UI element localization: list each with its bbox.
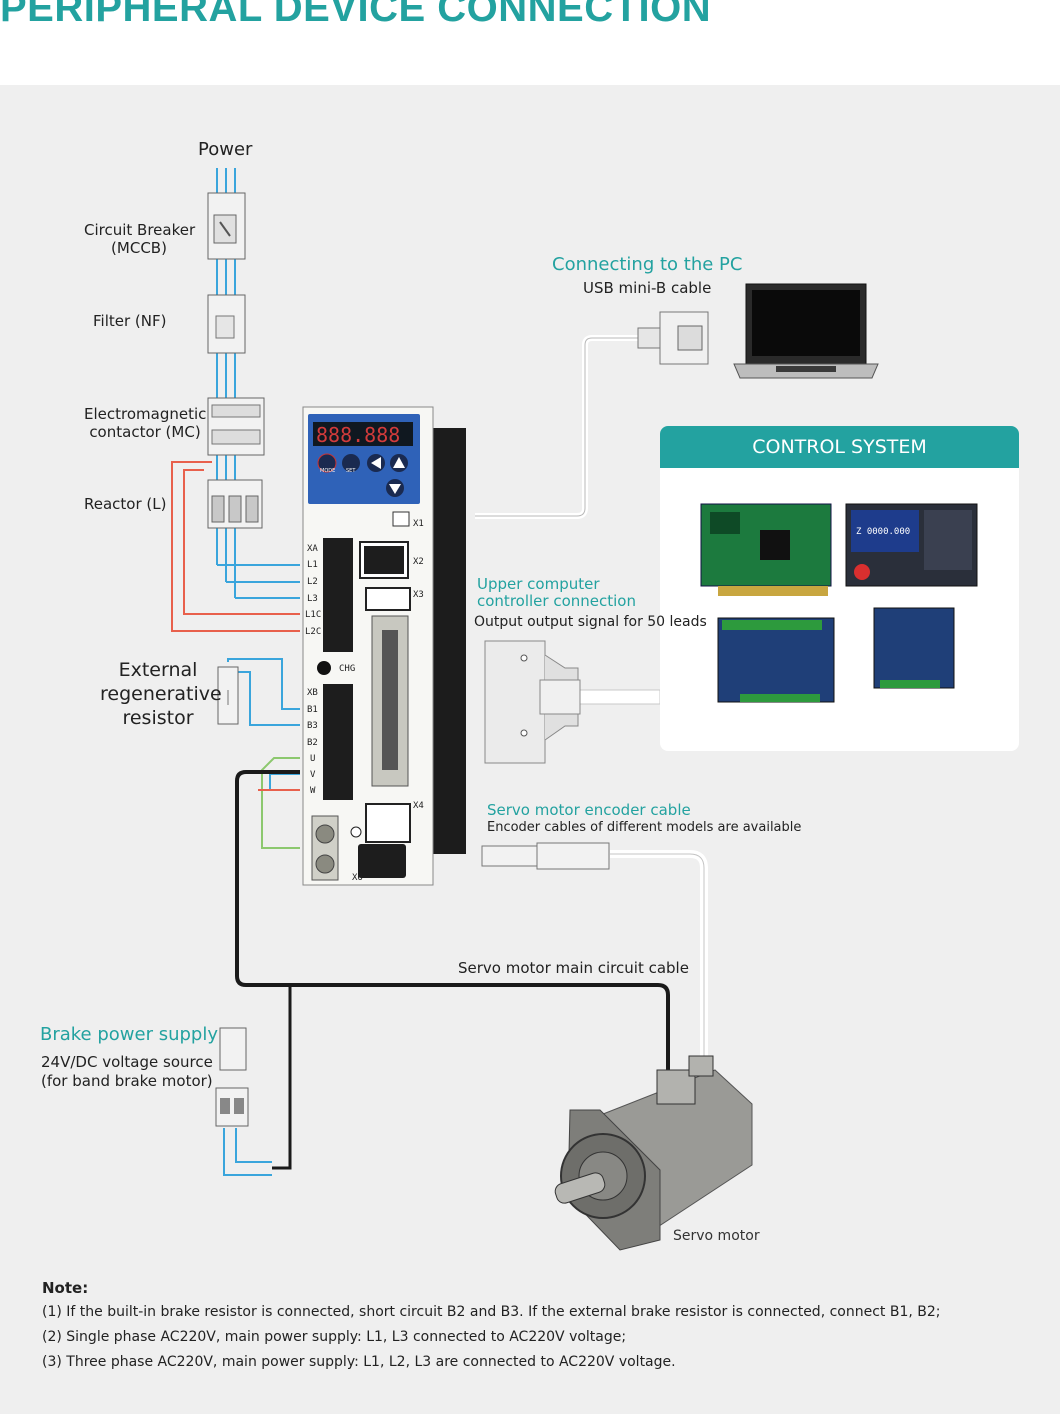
note-item-2: (2) Single phase AC220V, main power supp… <box>42 1329 627 1345</box>
drive-display: 888.888 <box>316 423 400 447</box>
svg-text:L2: L2 <box>307 577 318 587</box>
reactor-label: Reactor (L) <box>84 495 167 513</box>
port-x3-label: X3 <box>413 590 424 600</box>
brake-cable <box>272 985 292 1170</box>
svg-text:W: W <box>310 786 316 796</box>
contactor-label-line1: Electromagnetic <box>84 405 207 423</box>
mode-key-label: MODE <box>320 468 335 474</box>
contactor-label: Electromagnetic contactor (MC) <box>84 405 206 441</box>
svg-text:XB: XB <box>307 688 318 698</box>
servo-motor <box>554 1055 753 1251</box>
upper-title: Upper computer controller connection <box>477 576 636 610</box>
upper-desc: Output output signal for 50 leads <box>474 614 707 630</box>
port-x1-label: X1 <box>413 519 424 529</box>
note-heading: Note: <box>42 1279 89 1297</box>
breaker-label-line1: Circuit Breaker <box>84 221 196 239</box>
brake-title: Brake power supply <box>40 1024 219 1045</box>
upper-title-line2: controller connection <box>477 592 636 610</box>
contactor-device <box>207 397 265 456</box>
regen-wires <box>227 658 300 726</box>
pc-cable-connector <box>637 311 709 365</box>
brake-desc: 24V/DC voltage source (for band brake mo… <box>41 1053 213 1091</box>
power-label: Power <box>198 139 253 160</box>
svg-text:B3: B3 <box>307 721 318 731</box>
regen-label-line1: External <box>118 659 198 681</box>
brake-desc-line1: 24V/DC voltage source <box>41 1053 213 1071</box>
control-screen-text-top: Z 0000.000 <box>856 527 910 537</box>
pc-title: Connecting to the PC <box>552 254 743 275</box>
svg-text:XA: XA <box>307 544 318 554</box>
brake-desc-line2: (for band brake motor) <box>41 1072 213 1090</box>
regen-label-line2: regenerative <box>100 683 222 705</box>
pc-cable-label: USB mini-B cable <box>583 279 712 297</box>
xb-terminal-labels: XB B1 B3 B2 U V W <box>307 688 318 796</box>
upper-title-line1: Upper computer <box>477 575 600 593</box>
upper-computer-connector <box>484 640 581 764</box>
note-item-1: (1) If the built-in brake resistor is co… <box>42 1304 941 1320</box>
svg-text:V: V <box>310 770 316 780</box>
servo-drive <box>302 406 466 886</box>
control-system-header: CONTROL SYSTEM <box>660 426 1019 468</box>
encoder-connector <box>481 842 610 870</box>
control-wires-red <box>171 461 300 632</box>
regen-resistor-device <box>217 666 239 725</box>
breaker-label: Circuit Breaker (MCCB) <box>84 221 196 257</box>
reactor-device <box>207 479 263 529</box>
xa-terminal-labels: XA L1 L2 L3 L1C L2C <box>305 544 321 637</box>
brake-wires <box>223 1128 272 1176</box>
svg-text:L2C: L2C <box>305 627 321 637</box>
svg-text:L3: L3 <box>307 594 318 604</box>
port-x2-label: X2 <box>413 557 424 567</box>
encoder-title: Servo motor encoder cable <box>487 801 691 819</box>
encoder-desc: Encoder cables of different models are a… <box>487 820 802 835</box>
note-item-3: (3) Three phase AC220V, main power suppl… <box>42 1354 676 1370</box>
circuit-breaker-device <box>207 192 246 260</box>
svg-text:U: U <box>310 754 315 764</box>
contactor-label-line2: contactor (MC) <box>89 423 201 441</box>
svg-text:B2: B2 <box>307 738 318 748</box>
port-x4-label: X4 <box>413 801 424 811</box>
chg-label: CHG <box>339 664 355 674</box>
svg-text:L1: L1 <box>307 560 318 570</box>
page-title: PERIPHERAL DEVICE CONNECTION <box>0 0 712 30</box>
svg-text:B1: B1 <box>307 705 318 715</box>
filter-device <box>207 294 246 354</box>
servo-motor-label: Servo motor <box>673 1228 760 1244</box>
laptop-icon <box>733 283 879 379</box>
main-circuit-cable <box>235 770 670 1070</box>
breaker-label-line2: (MCCB) <box>111 239 167 257</box>
filter-label: Filter (NF) <box>93 312 167 330</box>
brake-supply-devices <box>215 1027 249 1127</box>
port-x6-label: X6 <box>352 873 363 883</box>
main-cable-label: Servo motor main circuit cable <box>458 959 689 977</box>
regen-label-line3: resistor <box>122 707 194 729</box>
regen-label: External regenerative resistor <box>100 658 222 730</box>
svg-text:L1C: L1C <box>305 610 321 620</box>
set-key-label: SET <box>346 468 356 474</box>
